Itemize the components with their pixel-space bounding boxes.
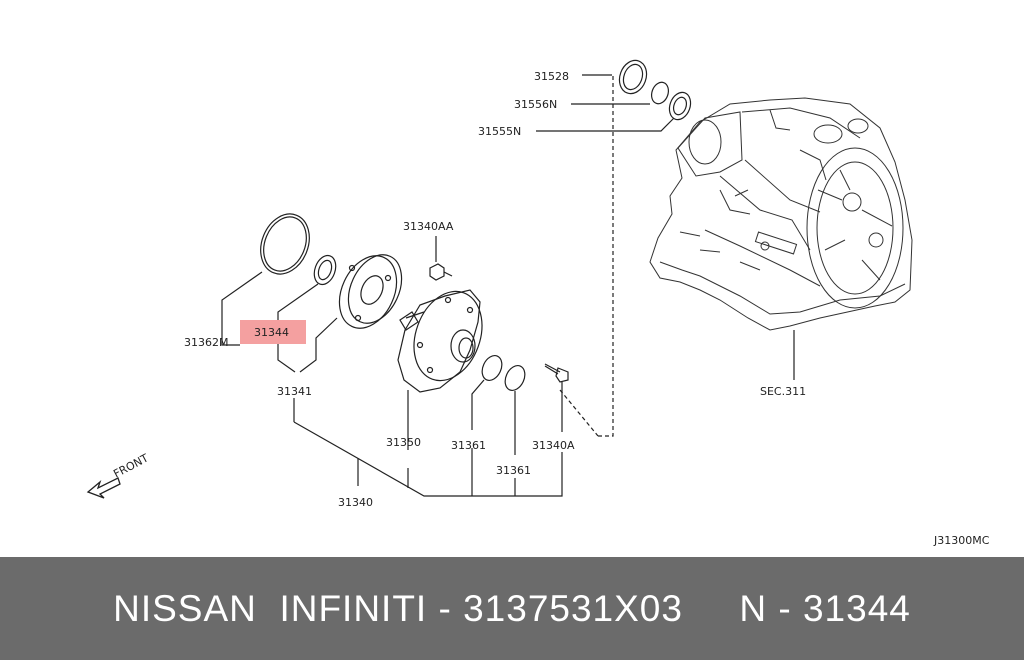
label-31361-b[interactable]: 31361 bbox=[496, 464, 531, 477]
label-31361-a[interactable]: 31361 bbox=[451, 439, 486, 452]
label-31340aa[interactable]: 31340AA bbox=[403, 220, 454, 233]
o-ring-31362m bbox=[260, 213, 310, 275]
front-label: FRONT bbox=[111, 451, 151, 480]
label-31340[interactable]: 31340 bbox=[338, 496, 373, 509]
label-31528[interactable]: 31528 bbox=[534, 70, 569, 83]
pump-cover-illustration bbox=[338, 254, 403, 329]
label-31340a[interactable]: 31340A bbox=[532, 439, 575, 452]
label-31556n[interactable]: 31556N bbox=[514, 98, 557, 111]
label-31350[interactable]: 31350 bbox=[386, 436, 421, 449]
label-sec-311[interactable]: SEC.311 bbox=[760, 385, 806, 398]
o-ring-31556n bbox=[650, 81, 670, 105]
parts-diagram: 31528 31556N 31555N 31340AA 31362M 31344… bbox=[86, 59, 990, 547]
label-31362m[interactable]: 31362M bbox=[184, 336, 228, 349]
label-31555n[interactable]: 31555N bbox=[478, 125, 521, 138]
o-ring-31361-a bbox=[481, 355, 503, 381]
diagram-code: J31300MC bbox=[933, 534, 990, 547]
o-ring-31361-b bbox=[504, 365, 526, 391]
label-31344[interactable]: 31344 bbox=[254, 326, 289, 339]
oil-seal-31555n bbox=[668, 91, 692, 121]
seal-ring-31528 bbox=[618, 59, 648, 95]
oil-pump-body-illustration bbox=[397, 289, 483, 393]
front-arrow-icon bbox=[86, 477, 121, 499]
caption-text: NISSAN INFINITI - 3137531X03 N - 31344 bbox=[113, 587, 911, 629]
label-31341[interactable]: 31341 bbox=[277, 385, 312, 398]
highlight-31344 bbox=[240, 320, 306, 344]
bolt-31340aa bbox=[429, 263, 453, 281]
transmission-housing-illustration bbox=[649, 97, 913, 331]
caption-bar: NISSAN INFINITI - 3137531X03 N - 31344 bbox=[0, 557, 1024, 660]
oil-seal-31344 bbox=[313, 254, 337, 286]
bolt-31340a bbox=[544, 363, 569, 383]
